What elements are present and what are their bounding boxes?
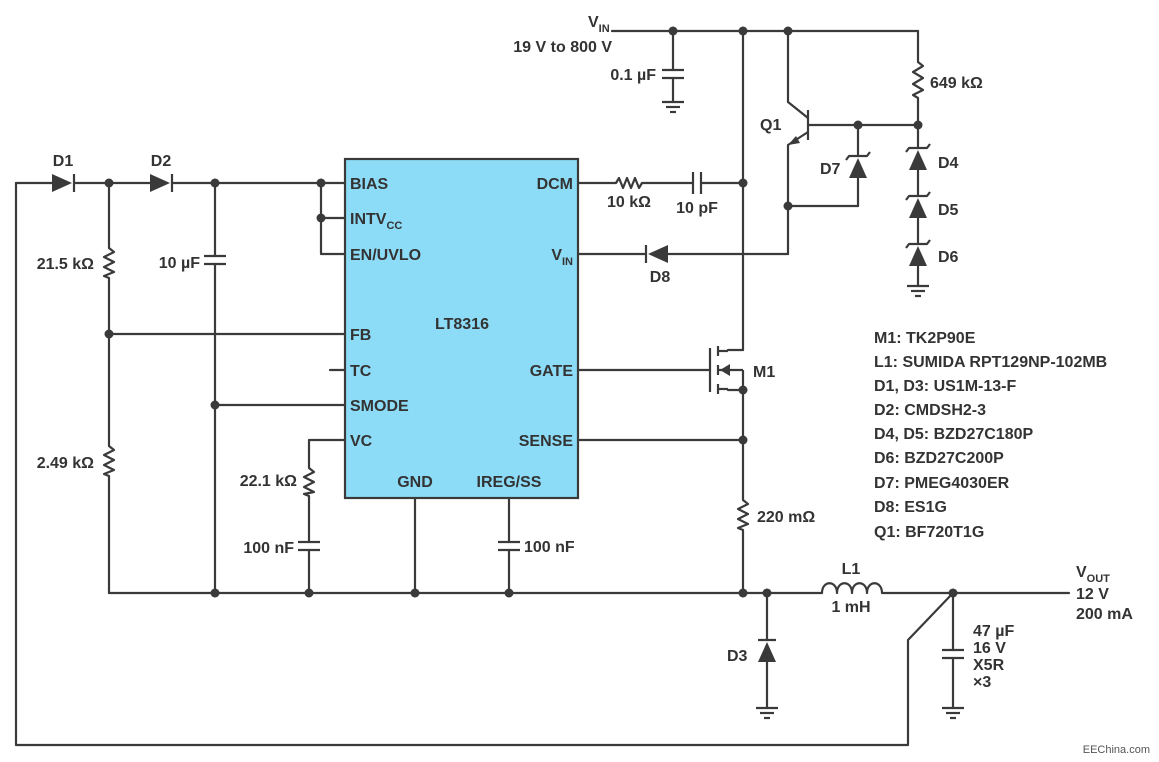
ic-body (343, 157, 580, 500)
c-out-label-1: 47 µF (973, 623, 1014, 640)
inductor-l1 (820, 582, 884, 595)
bom-line: D7: PMEG4030ER (874, 475, 1010, 492)
c-out-label-3: X5R (973, 657, 1005, 674)
ground-icon (756, 706, 778, 720)
c-out-label-4: ×3 (973, 674, 991, 691)
zener-d4 (905, 143, 931, 170)
capacitor-output (942, 648, 964, 660)
pin-fb: FB (350, 327, 371, 344)
c-vc-label: 100 nF (243, 540, 294, 557)
pin-sense: SENSE (519, 433, 574, 450)
pin-smode: SMODE (350, 398, 409, 415)
bom-line: D6: BZD27C200P (874, 450, 1004, 467)
r-22k1-label: 22.1 kΩ (240, 473, 297, 490)
diode-d1 (52, 174, 76, 192)
l1-label: L1 (842, 561, 861, 578)
c-input-label: 0.1 µF (610, 67, 656, 84)
pin-vc: VC (350, 433, 373, 450)
bom-line: D4, D5: BZD27C180P (874, 426, 1034, 443)
vout-current-label: 200 mA (1076, 606, 1133, 623)
pin-vin: VIN (551, 247, 573, 268)
d4-label: D4 (938, 155, 959, 172)
capacitor-ss (498, 540, 520, 552)
bom-line: D8: ES1G (874, 499, 947, 516)
r-21k5-label: 21.5 kΩ (37, 256, 94, 273)
ic-pin-labels: BIAS INTVCC EN/UVLO FB TC SMODE VC DCM V… (350, 176, 573, 491)
d3-label: D3 (727, 648, 748, 665)
m1-label: M1 (753, 364, 775, 381)
bom-line: L1: SUMIDA RPT129NP-102MB (874, 354, 1107, 371)
d7-label: D7 (820, 161, 841, 178)
bom-line: Q1: BF720T1G (874, 524, 984, 541)
c-10u-label: 10 µF (159, 255, 200, 272)
c-10p-label: 10 pF (676, 200, 718, 217)
pin-dcm: DCM (537, 176, 573, 193)
d8-label: D8 (650, 269, 671, 286)
resistor-2k49 (102, 445, 116, 478)
resistor-22k1 (302, 467, 316, 498)
zener-d5 (905, 191, 931, 218)
c-out-label-2: 16 V (973, 640, 1006, 657)
junctions (104, 26, 958, 598)
pin-gate: GATE (530, 363, 574, 380)
resistor-sense (736, 499, 750, 532)
watermark: EEChina.com (1083, 744, 1150, 756)
resistor-10k (615, 176, 643, 190)
pin-gnd: GND (397, 474, 433, 491)
ic-name: LT8316 (435, 316, 489, 333)
d1-label: D1 (53, 153, 74, 170)
bill-of-materials: M1: TK2P90E L1: SUMIDA RPT129NP-102MB D1… (874, 330, 1107, 541)
pin-bias: BIAS (350, 176, 389, 193)
r-2k49-label: 2.49 kΩ (37, 455, 94, 472)
l1-value-label: 1 mH (831, 599, 870, 616)
vout-label: VOUT (1076, 564, 1110, 585)
bom-line: D2: CMDSH2-3 (874, 402, 986, 419)
r-649k-label: 649 kΩ (930, 75, 983, 92)
capacitor-vc (298, 540, 320, 552)
resistor-649k (911, 61, 925, 99)
diode-d8 (644, 245, 668, 263)
bom-line: M1: TK2P90E (874, 330, 976, 347)
pin-tc: TC (350, 363, 372, 380)
diode-d3 (758, 638, 776, 662)
vout-voltage-label: 12 V (1076, 586, 1109, 603)
pin-en-uvlo: EN/UVLO (350, 247, 421, 264)
ground-icon (662, 100, 684, 114)
vin-label: VIN (588, 14, 610, 35)
resistor-21k5 (102, 247, 116, 280)
mosfet-m1 (708, 346, 745, 394)
q1-label: Q1 (760, 117, 781, 134)
d2-label: D2 (151, 153, 172, 170)
capacitor-input (662, 68, 684, 80)
zener-d6 (905, 239, 931, 266)
transistor-q1 (787, 101, 810, 146)
capacitor-10p (691, 172, 703, 194)
d6-label: D6 (938, 249, 959, 266)
zener-d7 (845, 151, 871, 178)
bom-line: D1, D3: US1M-13-F (874, 378, 1016, 395)
c-ss-label: 100 nF (524, 539, 575, 556)
ground-icon (907, 284, 929, 298)
vin-range-label: 19 V to 800 V (513, 39, 612, 56)
pin-ireg-ss: IREG/SS (477, 474, 542, 491)
component-labels: VIN 19 V to 800 V 0.1 µF 649 kΩ Q1 D7 D4… (37, 14, 1134, 691)
ground-icon (942, 706, 964, 720)
pin-intvcc: INTVCC (350, 211, 402, 232)
capacitor-bias (204, 254, 226, 266)
d5-label: D5 (938, 202, 959, 219)
r-sense-label: 220 mΩ (757, 509, 815, 526)
diode-d2 (150, 174, 174, 192)
r-10k-label: 10 kΩ (607, 194, 651, 211)
